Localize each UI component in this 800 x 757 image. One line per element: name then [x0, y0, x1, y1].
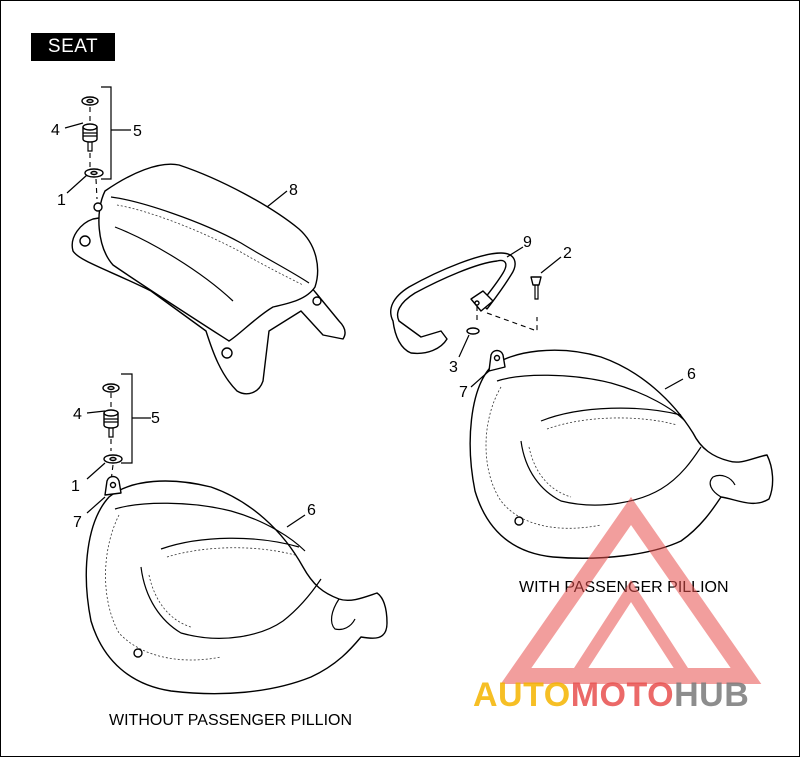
pillion-pad-8 — [71, 163, 346, 395]
watermark-logo — [500, 497, 762, 684]
caption-without-pillion: WITHOUT PASSENGER PILLION — [109, 712, 353, 729]
section-title: SEAT — [31, 33, 115, 61]
top-hardware-stack — [64, 86, 288, 212]
watermark-text-moto: MOTO — [570, 676, 675, 714]
callout-1-left: 1 — [71, 478, 80, 495]
callout-4-top: 4 — [51, 122, 60, 139]
callout-3: 3 — [449, 359, 458, 376]
callout-7-right: 7 — [459, 384, 468, 401]
callout-6-left: 6 — [307, 502, 316, 519]
watermark-triangle-inner — [564, 579, 698, 682]
callout-1-top: 1 — [57, 192, 66, 209]
callout-5-top: 5 — [133, 123, 142, 140]
callout-7-left: 7 — [73, 514, 82, 531]
callout-5-left: 5 — [151, 410, 160, 427]
left-hardware-stack — [86, 373, 151, 482]
callout-4-left: 4 — [73, 406, 82, 423]
solo-seat-with-pillion — [469, 349, 774, 559]
watermark-text: AUTOMOTOHUB — [473, 676, 749, 715]
strap-and-fasteners — [390, 246, 562, 358]
callout-9: 9 — [523, 234, 532, 251]
solo-seat-without-pillion — [85, 475, 388, 695]
watermark-text-auto: AUTO — [473, 676, 571, 714]
callout-6-right: 6 — [687, 366, 696, 383]
watermark-text-hub: HUB — [674, 676, 750, 714]
callout-2: 2 — [563, 245, 572, 262]
callout-8: 8 — [289, 182, 298, 199]
